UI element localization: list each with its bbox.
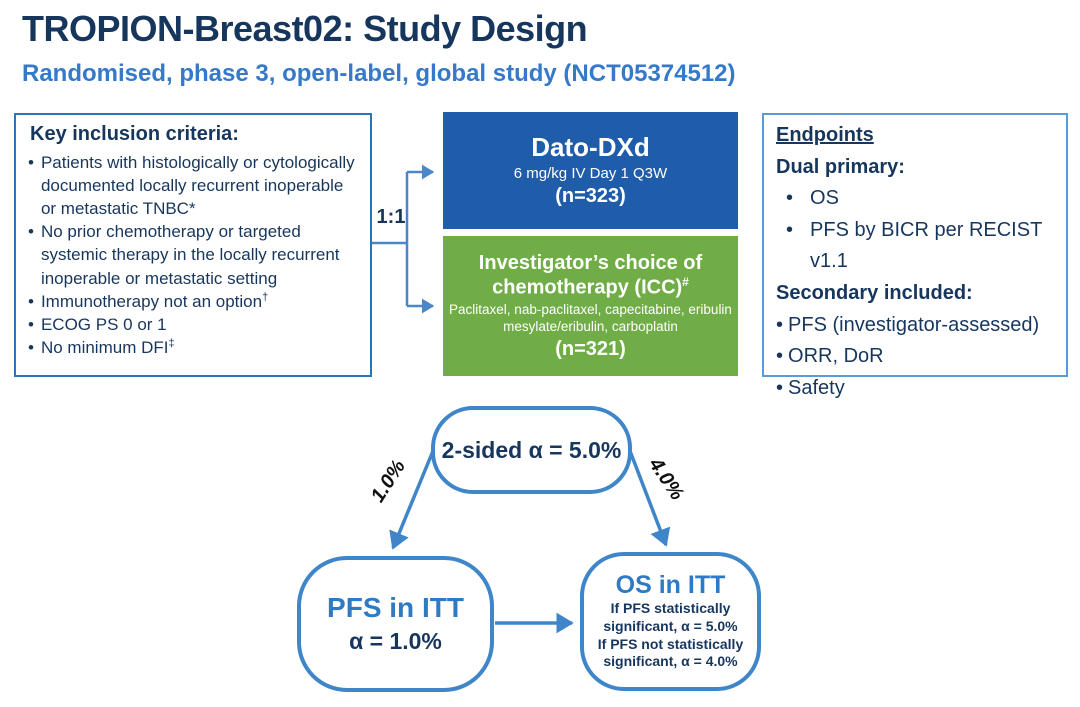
os-itt-condition-2: If PFS not statistically significant, α …: [597, 635, 744, 670]
inclusion-heading: Key inclusion criteria:: [30, 123, 239, 145]
inclusion-criteria-panel: Key inclusion criteria: • Patients with …: [14, 113, 372, 377]
bullet-dot: •: [28, 222, 34, 242]
arm-dato-dose: 6 mg/kg IV Day 1 Q3W: [513, 164, 668, 182]
inclusion-item-dfi: • No minimum DFI‡: [28, 336, 362, 359]
os-itt-title: OS in ITT: [615, 571, 726, 600]
endpoint-item-text: Safety: [788, 376, 845, 399]
slide-subtitle: Randomised, phase 3, open-label, global …: [22, 60, 736, 87]
randomisation-bracket: [372, 164, 435, 314]
endpoint-item-pfs-bicr: • PFS by BICR per RECIST v1.1: [776, 215, 1060, 278]
slide-title: TROPION-Breast02: Study Design: [22, 8, 588, 49]
dual-primary-heading: Dual primary:: [776, 155, 905, 178]
arm-dato-name: Dato-DXd: [531, 132, 650, 163]
inclusion-item-ecog: • ECOG PS 0 or 1: [28, 313, 362, 336]
endpoints-heading: Endpoints: [776, 124, 874, 146]
bullet-dot: •: [776, 345, 784, 368]
arm-icc: Investigator’s choice of chemotherapy (I…: [443, 236, 738, 376]
inclusion-item-tnbc: • Patients with histologically or cytolo…: [28, 151, 362, 220]
alpha-split-label-left: 1.0%: [366, 456, 411, 507]
endpoint-item-pfs-inv: • PFS (investigator-assessed): [776, 310, 1060, 342]
inclusion-item-no-prior-chemo: • No prior chemotherapy or targeted syst…: [28, 220, 362, 289]
arm-icc-drugs: Paclitaxel, nab-paclitaxel, capecitabine…: [449, 302, 732, 334]
bullet-dot: •: [776, 313, 784, 336]
endpoint-item-text: PFS (investigator-assessed): [788, 313, 1040, 336]
arm-icc-n: (n=321): [555, 338, 626, 361]
endpoint-item-orr-dor: • ORR, DoR: [776, 341, 1060, 373]
bullet-dot: •: [28, 291, 34, 311]
arm-icc-name: Investigator’s choice of chemotherapy (I…: [478, 251, 703, 299]
endpoint-item-text: OS: [810, 187, 839, 210]
pfs-itt-alpha: α = 1.0%: [349, 628, 442, 655]
os-itt-box: OS in ITT If PFS statistically significa…: [580, 552, 761, 691]
pfs-itt-box: PFS in ITT α = 1.0%: [297, 556, 494, 692]
bullet-dot: •: [786, 187, 794, 210]
bullet-dot: •: [786, 218, 794, 241]
bullet-dot: •: [28, 314, 34, 334]
bullet-dot: •: [28, 153, 34, 172]
alpha-split-label-right: 4.0%: [644, 454, 689, 505]
arm-dato-dxd: Dato-DXd 6 mg/kg IV Day 1 Q3W (n=323): [443, 112, 738, 229]
endpoint-item-text: ORR, DoR: [788, 345, 884, 368]
inclusion-item-text: Patients with histologically or cytologi…: [40, 153, 355, 219]
inclusion-item-text: Immunotherapy not an option†: [40, 291, 269, 311]
arm-dato-n: (n=323): [555, 184, 626, 207]
inclusion-item-immunotherapy: • Immunotherapy not an option†: [28, 290, 362, 313]
endpoint-item-os: • OS: [776, 183, 1060, 215]
randomisation-ratio-label: 1:1: [376, 206, 406, 228]
secondary-heading: Secondary included:: [776, 281, 973, 304]
inclusion-item-text: ECOG PS 0 or 1: [40, 314, 167, 334]
endpoint-item-text: PFS by BICR per RECIST v1.1: [810, 218, 1042, 273]
pfs-itt-title: PFS in ITT: [327, 591, 464, 623]
os-itt-condition-1: If PFS statistically significant, α = 5.…: [603, 600, 738, 634]
inclusion-item-text: No prior chemotherapy or targeted system…: [40, 222, 340, 288]
endpoints-panel: Endpoints Dual primary: • OS • PFS by BI…: [762, 113, 1068, 399]
bullet-dot: •: [776, 376, 784, 399]
two-sided-alpha-box: 2-sided α = 5.0%: [431, 406, 632, 494]
inclusion-item-text: No minimum DFI‡: [40, 337, 175, 357]
endpoint-item-safety: • Safety: [776, 373, 1060, 405]
bullet-dot: •: [28, 337, 34, 357]
